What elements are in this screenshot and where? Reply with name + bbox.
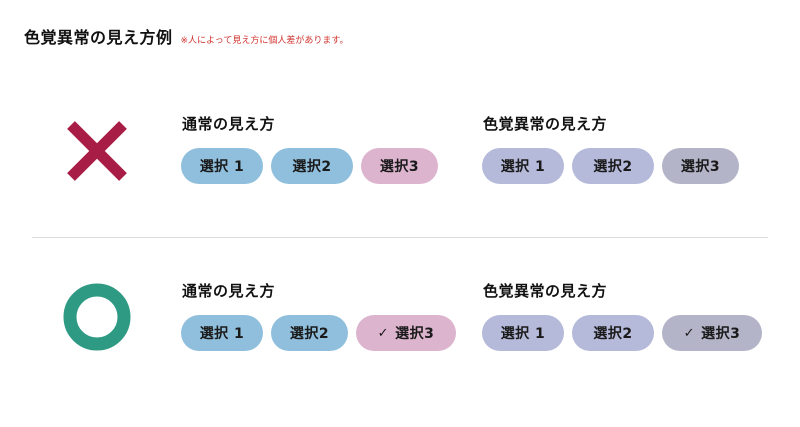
normal-view-title-1: 通常の見え方 [182,115,276,133]
colorblind-view-title-2: 色覚異常の見え方 [483,282,608,300]
page-title: 色覚異常の見え方例 [24,28,173,47]
normal-view-title-2: 通常の見え方 [182,282,276,300]
disclaimer-note: ※人によって見え方に個人差があります。 [180,36,349,46]
select-2-button[interactable]: 選択2 [271,148,353,184]
button-label: 選択2 [593,159,633,175]
button-label: 選択2 [593,326,633,342]
select-3-button-checked[interactable]: ✓ 選択3 [662,315,762,351]
button-label: 選択3 [680,159,721,175]
select-2-button[interactable]: 選択2 [572,148,654,184]
button-label: 選択 1 [500,326,546,342]
checkmark-icon: ✓ [377,325,390,341]
button-label: 選択2 [289,326,330,342]
select-1-button[interactable]: 選択 1 [482,148,564,184]
select-1-button[interactable]: 選択 1 [482,315,564,351]
select-1-button[interactable]: 選択 1 [181,315,263,351]
button-label: 選択3 [379,159,420,175]
select-2-button[interactable]: 選択2 [572,315,654,351]
divider [32,237,768,238]
page-header: 色覚異常の見え方例 ※人によって見え方に個人差があります。 [24,24,348,48]
checkmark-icon: ✓ [683,325,696,341]
colorblind-view-title-1: 色覚異常の見え方 [483,115,608,133]
button-label: 選択 1 [199,159,245,175]
button-label: 選択3 [701,326,741,342]
select-3-button[interactable]: 選択3 [361,148,438,184]
select-3-button-checked[interactable]: ✓ 選択3 [356,315,456,351]
cross-icon [67,121,127,181]
select-3-button[interactable]: 選択3 [662,148,739,184]
circle-icon [63,283,131,351]
button-label: 選択2 [292,159,332,175]
select-1-button[interactable]: 選択 1 [181,148,263,184]
button-label: 選択 1 [199,326,245,342]
select-2-button[interactable]: 選択2 [271,315,348,351]
button-label: 選択3 [395,326,435,342]
button-label: 選択 1 [500,159,546,175]
